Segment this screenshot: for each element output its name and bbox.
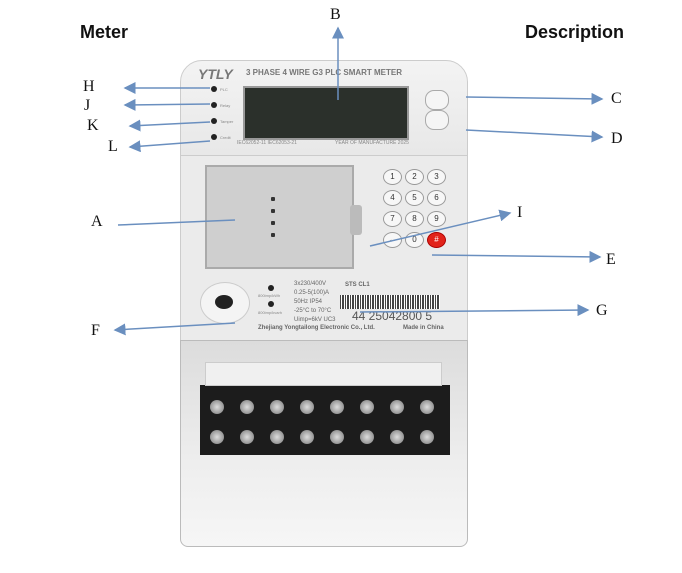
spec: 3x230/400V xyxy=(294,281,327,287)
brand-logo: YTLY xyxy=(198,66,233,82)
key-hash[interactable]: # xyxy=(427,232,446,248)
key-7[interactable]: 7 xyxy=(383,211,402,227)
led-label: Tamper xyxy=(220,119,234,124)
keypad: 1 2 3 4 5 6 7 8 9 ← 0 # xyxy=(375,165,455,255)
spec: -25°C to 70°C xyxy=(294,308,332,314)
spec: 0.25-5(100)A xyxy=(294,290,330,296)
led-label: Relay xyxy=(220,103,231,108)
arrow-g xyxy=(359,304,590,317)
led-label: PLC xyxy=(220,87,228,92)
arrow-c xyxy=(465,92,604,105)
lcd-display xyxy=(243,86,409,140)
label-i: I xyxy=(517,204,523,221)
pulse-led-kwh xyxy=(268,285,274,291)
label-c: C xyxy=(611,90,622,107)
pulse-led-kvarh xyxy=(268,301,274,307)
scroll-down-button[interactable] xyxy=(425,110,449,130)
led-tamper xyxy=(211,118,217,124)
arrow-j xyxy=(123,98,211,111)
connector-strip xyxy=(205,362,442,386)
terminal-block xyxy=(200,385,450,455)
led-plc xyxy=(211,86,217,92)
arrow-e xyxy=(431,250,602,263)
arrow-i xyxy=(369,209,512,247)
arrow-a xyxy=(117,219,236,226)
battery-door xyxy=(205,165,354,269)
label-d: D xyxy=(611,130,623,147)
key-8[interactable]: 8 xyxy=(405,211,424,227)
pulse-label: 800imp/kvarh xyxy=(258,310,283,315)
scroll-up-button[interactable] xyxy=(425,90,449,110)
key-4[interactable]: 4 xyxy=(383,190,402,206)
meter-title: 3 PHASE 4 WIRE G3 PLC SMART METER xyxy=(246,68,403,77)
arrow-d xyxy=(465,129,604,143)
standards-text: IEC62052-11 IEC62053-21 xyxy=(237,140,297,146)
key-9[interactable]: 9 xyxy=(427,211,446,227)
key-3[interactable]: 3 xyxy=(427,169,446,185)
meter-heading: Meter xyxy=(80,22,129,42)
description-heading: Description xyxy=(525,22,625,42)
seal-screw xyxy=(350,205,362,235)
origin: Made in China xyxy=(403,325,444,331)
led-label: Credit xyxy=(220,135,231,140)
label-g: G xyxy=(596,302,608,319)
label-e: E xyxy=(606,251,616,268)
arrow-k xyxy=(128,119,211,132)
key-5[interactable]: 5 xyxy=(405,190,424,206)
key-1[interactable]: 1 xyxy=(383,169,402,185)
label-b: B xyxy=(330,6,341,23)
arrow-f xyxy=(113,322,236,336)
cert-marks: STS CL1 xyxy=(345,282,370,288)
label-k: K xyxy=(87,117,99,134)
led-credit xyxy=(211,134,217,140)
spec: Uimp=6kV UC3 xyxy=(294,317,336,323)
key-6[interactable]: 6 xyxy=(427,190,446,206)
key-2[interactable]: 2 xyxy=(405,169,424,185)
year-text: YEAR OF MANUFACTURE 2025 xyxy=(335,140,409,146)
spec: 50Hz IP54 xyxy=(294,299,323,305)
arrow-l xyxy=(128,140,211,153)
led-relay xyxy=(211,102,217,108)
barcode xyxy=(340,295,440,309)
optical-port xyxy=(200,282,250,324)
label-l: L xyxy=(108,138,118,155)
pulse-label: 800imp/kWh xyxy=(258,293,281,298)
label-j: J xyxy=(84,97,91,114)
manufacturer: Zhejiang Yongtailong Electronic Co., Ltd… xyxy=(258,325,375,331)
label-f: F xyxy=(91,322,100,339)
label-h: H xyxy=(83,78,95,95)
label-a: A xyxy=(91,213,103,230)
